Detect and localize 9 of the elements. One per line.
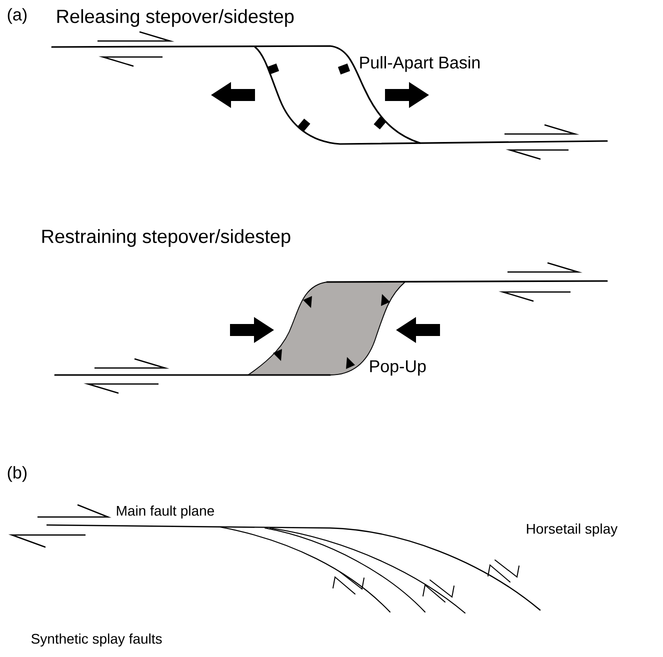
feature-label: Pop-Up [370,360,426,376]
heading: Restraining stepover/sidestep [42,229,290,247]
feature-label: Horsetail splay [526,523,618,537]
panel-letter: (a) [8,8,27,24]
heading: Releasing stepover/sidestep [57,9,294,27]
feature-label: Pull-Apart Basin [360,56,480,72]
feature-label: Main fault plane [116,505,214,519]
panel-letter: (b) [8,466,27,482]
feature-label: Synthetic splay faults [31,633,162,647]
